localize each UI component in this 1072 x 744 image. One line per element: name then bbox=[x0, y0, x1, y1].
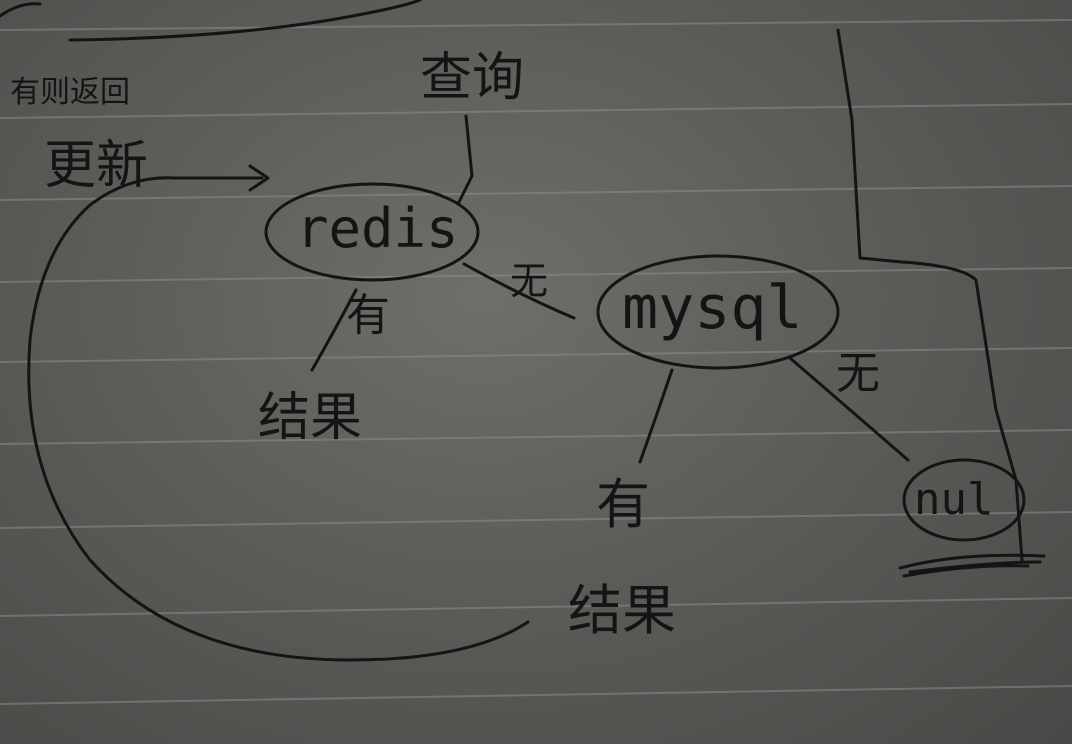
redis-node-label: redis bbox=[296, 197, 459, 260]
null-scribble bbox=[898, 553, 1046, 578]
update-loop bbox=[27, 176, 530, 662]
mysql-result-label: 结果 bbox=[568, 579, 676, 642]
redis-mysql-edge-label: 无 bbox=[510, 259, 549, 303]
update-label: 更新 bbox=[44, 136, 149, 196]
top-left-fragment bbox=[0, 2, 42, 18]
mysql-has-line bbox=[638, 368, 674, 464]
mysql-node-ellipse bbox=[596, 254, 840, 370]
right-boundary bbox=[836, 28, 1024, 562]
redis-node-ellipse bbox=[264, 182, 480, 282]
top-curve bbox=[68, 0, 422, 42]
update-arrowhead bbox=[248, 164, 270, 192]
redis-has-label: 有 bbox=[346, 290, 390, 341]
null-node-label: nul bbox=[914, 474, 994, 525]
redis-mysql-edge bbox=[462, 262, 576, 320]
top-left-note: 有则返回 bbox=[10, 75, 130, 110]
mysql-has-label: 有 bbox=[596, 473, 650, 536]
null-node-ellipse bbox=[902, 458, 1026, 542]
query-line bbox=[456, 114, 474, 206]
mysql-null-edge-label: 无 bbox=[836, 348, 880, 399]
ruled-lines bbox=[0, 19, 1072, 705]
query-label: 查询 bbox=[420, 48, 525, 108]
redis-has-line bbox=[310, 288, 358, 372]
mysql-node-label: mysql bbox=[622, 273, 803, 343]
redis-result-label: 结果 bbox=[258, 388, 363, 448]
mysql-null-edge bbox=[788, 356, 910, 462]
